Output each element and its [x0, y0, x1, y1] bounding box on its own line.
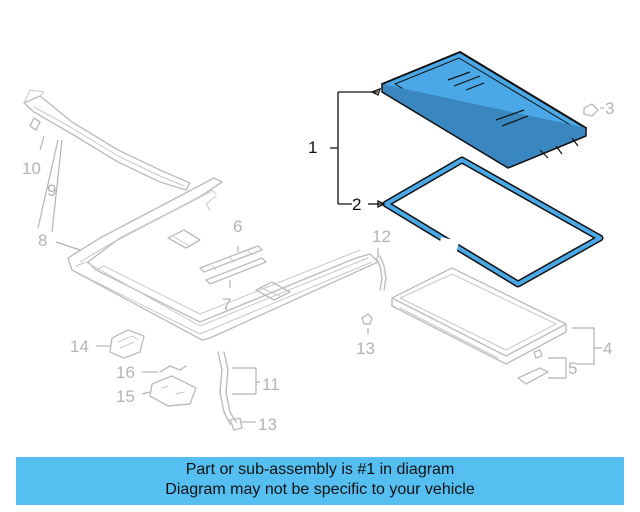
callout-6[interactable]: 6: [233, 217, 242, 236]
callout-13-lower[interactable]: 13: [258, 415, 277, 434]
glass-panel: [381, 51, 587, 169]
panel-seal: [382, 156, 604, 288]
handle-5: [517, 349, 549, 385]
callout-1[interactable]: 1: [308, 138, 317, 157]
info-banner: Part or sub-assembly is #1 in diagram Di…: [16, 457, 624, 505]
callout-4[interactable]: 4: [603, 339, 612, 358]
drain-hose-12: [375, 255, 387, 291]
callout-3[interactable]: 3: [605, 99, 614, 118]
clip-10: [29, 117, 41, 131]
sunshade: [391, 267, 567, 365]
callout-15[interactable]: 15: [116, 387, 135, 406]
callout-7[interactable]: 7: [222, 295, 231, 314]
deflector-strip: [23, 89, 191, 191]
screw-3: [583, 103, 599, 117]
callout-14[interactable]: 14: [70, 337, 89, 356]
drain-hose-11: [217, 351, 243, 431]
leader-1: [330, 91, 378, 205]
callout-12[interactable]: 12: [372, 227, 391, 246]
banner-line-2: Diagram may not be specific to your vehi…: [165, 481, 475, 498]
callout-9[interactable]: 9: [47, 181, 56, 200]
banner-line-1: Part or sub-assembly is #1 in diagram: [185, 461, 455, 478]
callout-8[interactable]: 8: [38, 231, 47, 250]
callout-10[interactable]: 10: [22, 159, 41, 178]
cable-16: [159, 365, 187, 373]
guide-rails: [199, 245, 267, 285]
sunroof-frame: [67, 177, 379, 341]
callout-16[interactable]: 16: [116, 363, 135, 382]
callout-13-upper[interactable]: 13: [356, 339, 375, 358]
grommet-13a: [361, 313, 373, 325]
callout-2[interactable]: 2: [352, 195, 361, 214]
callout-5[interactable]: 5: [568, 359, 577, 378]
bracket-15: [149, 375, 197, 407]
motor-14: [109, 329, 145, 359]
callout-11[interactable]: 11: [262, 375, 280, 394]
